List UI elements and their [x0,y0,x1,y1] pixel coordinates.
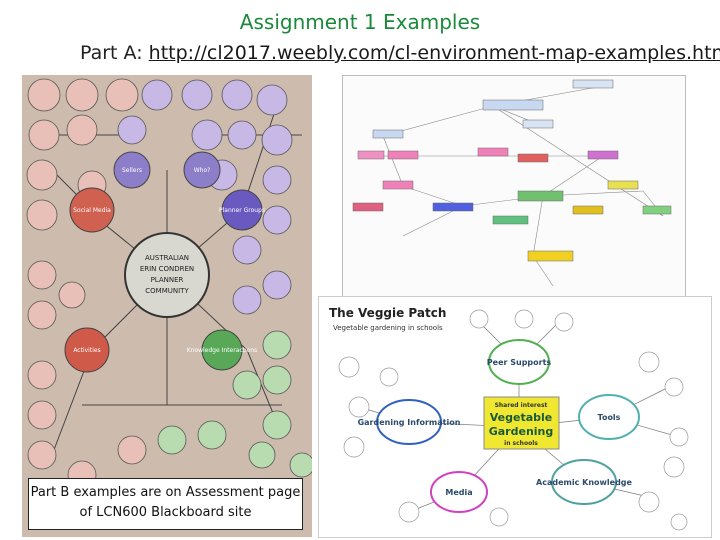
node-sellers: Sellers [122,167,142,174]
hub-peer-supports: Peer Supports [487,358,552,367]
part-a-label: Part A: [80,42,143,64]
veggie-center-sub: in schools [504,440,538,447]
part-b-note: Part B examples are on Assessment page o… [28,478,303,530]
slide-title: Assignment 1 Examples [239,10,481,34]
node-planner-groups: Planner Groups [219,207,265,214]
hub-gardening-information: Gardening Information [358,418,461,427]
node-social-media: Social Media [73,207,111,214]
concept-map-image [342,75,686,297]
concept-map-graphic [352,79,672,287]
part-a-line: Part A: http://cl2017.weebly.com/cl-envi… [80,42,720,64]
center-line-3: PLANNER [151,276,184,284]
veggie-title: The Veggie Patch [329,306,446,320]
node-activities: Activities [73,347,100,354]
veggie-patch-image: The Veggie Patch Vegetable gardening in … [318,296,712,538]
veggie-center-top: Shared interest [495,402,548,409]
hub-academic-knowledge: Academic Knowledge [536,478,632,487]
veggie-subtitle: Vegetable gardening in schools [333,324,443,332]
veggie-center-1: Vegetable [490,411,553,424]
veggie-center-2: Gardening [489,425,554,438]
community-map-image: AUSTRALIAN ERIN CONDREN PLANNER COMMUNIT… [22,75,312,537]
hub-tools: Tools [598,413,621,422]
veggie-patch-graphic: The Veggie Patch Vegetable gardening in … [329,306,689,531]
community-map-graphic: AUSTRALIAN ERIN CONDREN PLANNER COMMUNIT… [22,75,312,537]
node-knowledge: Knowledge Interactions [187,347,258,354]
node-who: Who? [194,167,211,174]
center-line-4: COMMUNITY [145,287,189,295]
part-a-link[interactable]: http://cl2017.weebly.com/cl-environment-… [148,42,720,64]
center-line-2: ERIN CONDREN [140,265,194,273]
center-line-1: AUSTRALIAN [145,254,189,262]
hub-media: Media [445,488,472,497]
